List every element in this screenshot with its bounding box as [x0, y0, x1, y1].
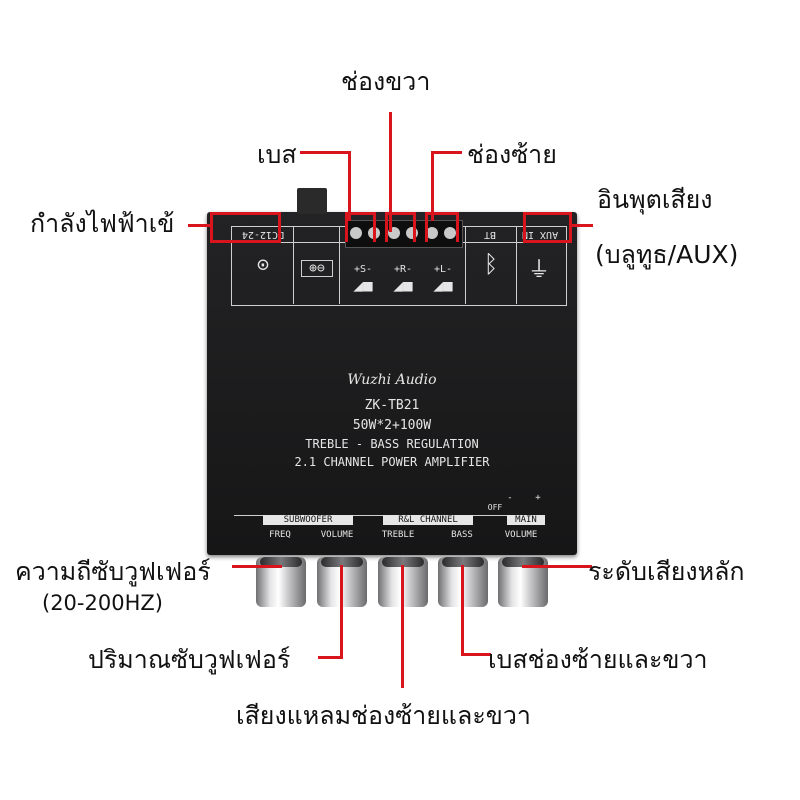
speaker-l-icon: ◢■	[433, 276, 453, 295]
line-bass-h	[300, 151, 350, 154]
amplifier-board: DC12-24 BT AUX IN ⊙ ⊕⊖ ᛒ ⏚ +S- +R- +L- ◢…	[207, 188, 577, 555]
line-power	[188, 224, 212, 227]
knob-label-treble: TREBLE	[381, 530, 415, 540]
line-left-h	[432, 151, 462, 154]
label-sub-volume: ปริมาณซับวูฟเฟอร์	[88, 645, 291, 674]
line-right-channel	[389, 112, 392, 232]
plus-label: +	[535, 493, 541, 503]
line-freq	[232, 565, 282, 568]
type-text: 2.1 CHANNEL POWER AMPLIFIER	[294, 455, 490, 469]
group-subwoofer: SUBWOOFER	[263, 515, 353, 525]
speaker-s-icon: ◢■	[353, 276, 373, 295]
speaker-r-icon: ◢■	[393, 276, 413, 295]
line-bass-lr-h	[461, 653, 491, 656]
bracket-power	[210, 212, 280, 215]
label-audio-input-sub: (บลูทูธ/AUX)	[595, 240, 739, 269]
brand-name: Wuzhi Audio	[347, 372, 437, 388]
line-treble	[401, 565, 404, 688]
label-right-channel: ช่องขวา	[341, 67, 431, 96]
label-sub-freq: ความถีซับวูฟเฟอร์	[15, 557, 211, 586]
line-left-v	[431, 151, 434, 221]
power-rating: 50W*2+100W	[352, 418, 432, 433]
line-audio	[571, 224, 593, 227]
model-name: ZK-TB21	[364, 398, 420, 413]
line-bass-v	[348, 151, 351, 221]
label-sub-freq-range: (20-200HZ)	[42, 591, 163, 615]
minus-label: -	[507, 493, 513, 503]
knob-label-freq: FREQ	[269, 530, 291, 540]
dc-label: DC12-24	[241, 229, 285, 240]
line-main-volume	[522, 565, 592, 568]
line-bass-lr-v	[461, 565, 464, 655]
bracket-audio	[523, 212, 571, 215]
label-left-channel: ช่องซ้าย	[467, 140, 557, 169]
knob-label-sub-volume: VOLUME	[320, 530, 354, 540]
screw-l-plus	[426, 227, 438, 239]
label-bass: เบส	[257, 140, 297, 169]
bracket-bass-top	[345, 212, 375, 215]
speaker-terminal-block	[345, 220, 463, 248]
dc-jack-icon: ⊙	[256, 252, 270, 276]
speaker-r-label: +R-	[393, 264, 413, 275]
label-treble-lr: เสียงแหลมช่องซ้ายและขวา	[236, 701, 531, 730]
knob-label-bass: BASS	[451, 530, 473, 540]
screw-l-minus	[444, 227, 456, 239]
polarity-icon: ⊕⊖	[301, 260, 333, 277]
screw-s-plus	[350, 227, 362, 239]
bt-label: BT	[483, 229, 497, 240]
label-bass-lr: เบสช่องซ้ายและขวา	[488, 645, 708, 674]
label-power-input: กำลังไฟฟ้าเข้	[30, 209, 175, 238]
group-main: MAIN	[507, 515, 545, 525]
line-sub-volume-v	[340, 565, 343, 658]
bluetooth-icon: ᛒ	[483, 250, 499, 278]
power-terminal	[297, 188, 327, 214]
screw-r-minus	[406, 227, 418, 239]
speaker-s-label: +S-	[353, 264, 373, 275]
label-audio-input: อินพุตเสียง	[597, 185, 713, 214]
line-sub-volume-h	[318, 656, 343, 659]
knob-label-main-volume: VOLUME	[504, 530, 538, 540]
off-label: OFF	[487, 503, 503, 512]
feature-text: TREBLE - BASS REGULATION	[305, 437, 479, 451]
label-main-volume: ระดับเสียงหลัก	[588, 557, 745, 586]
group-rl-channel: R&L CHANNEL	[383, 515, 473, 525]
bracket-left-top	[425, 212, 458, 215]
bracket-right-top	[385, 212, 415, 215]
speaker-l-label: +L-	[433, 264, 453, 275]
aux-jack-icon: ⏚	[527, 258, 550, 283]
